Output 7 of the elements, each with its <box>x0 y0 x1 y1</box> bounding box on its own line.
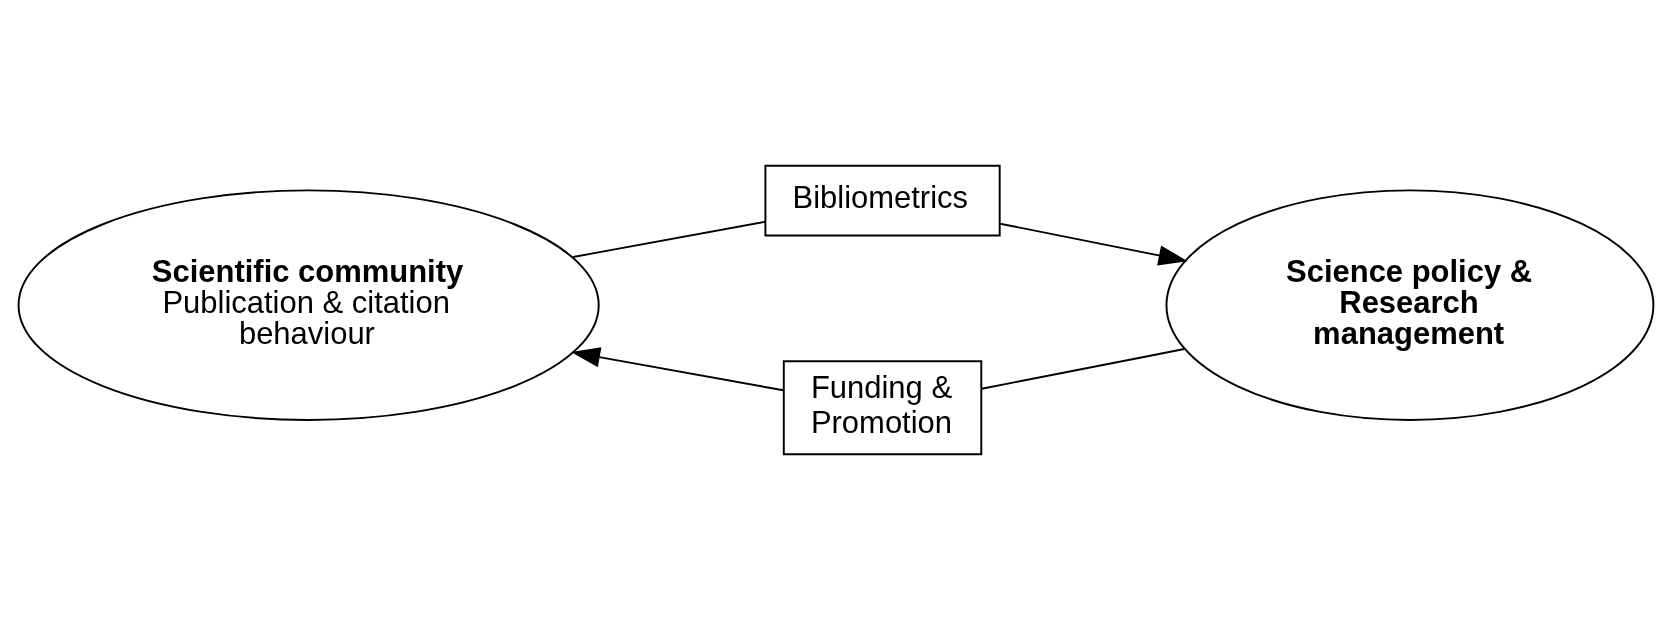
arrow <box>999 222 1188 265</box>
connector <box>980 347 1186 390</box>
connector <box>572 220 767 258</box>
node-box: Bibliometrics <box>764 164 1001 236</box>
node-box: Funding & Promotion <box>782 359 983 455</box>
arrow <box>571 346 785 391</box>
node-ellipse: Science policy & Research management <box>1165 188 1655 421</box>
